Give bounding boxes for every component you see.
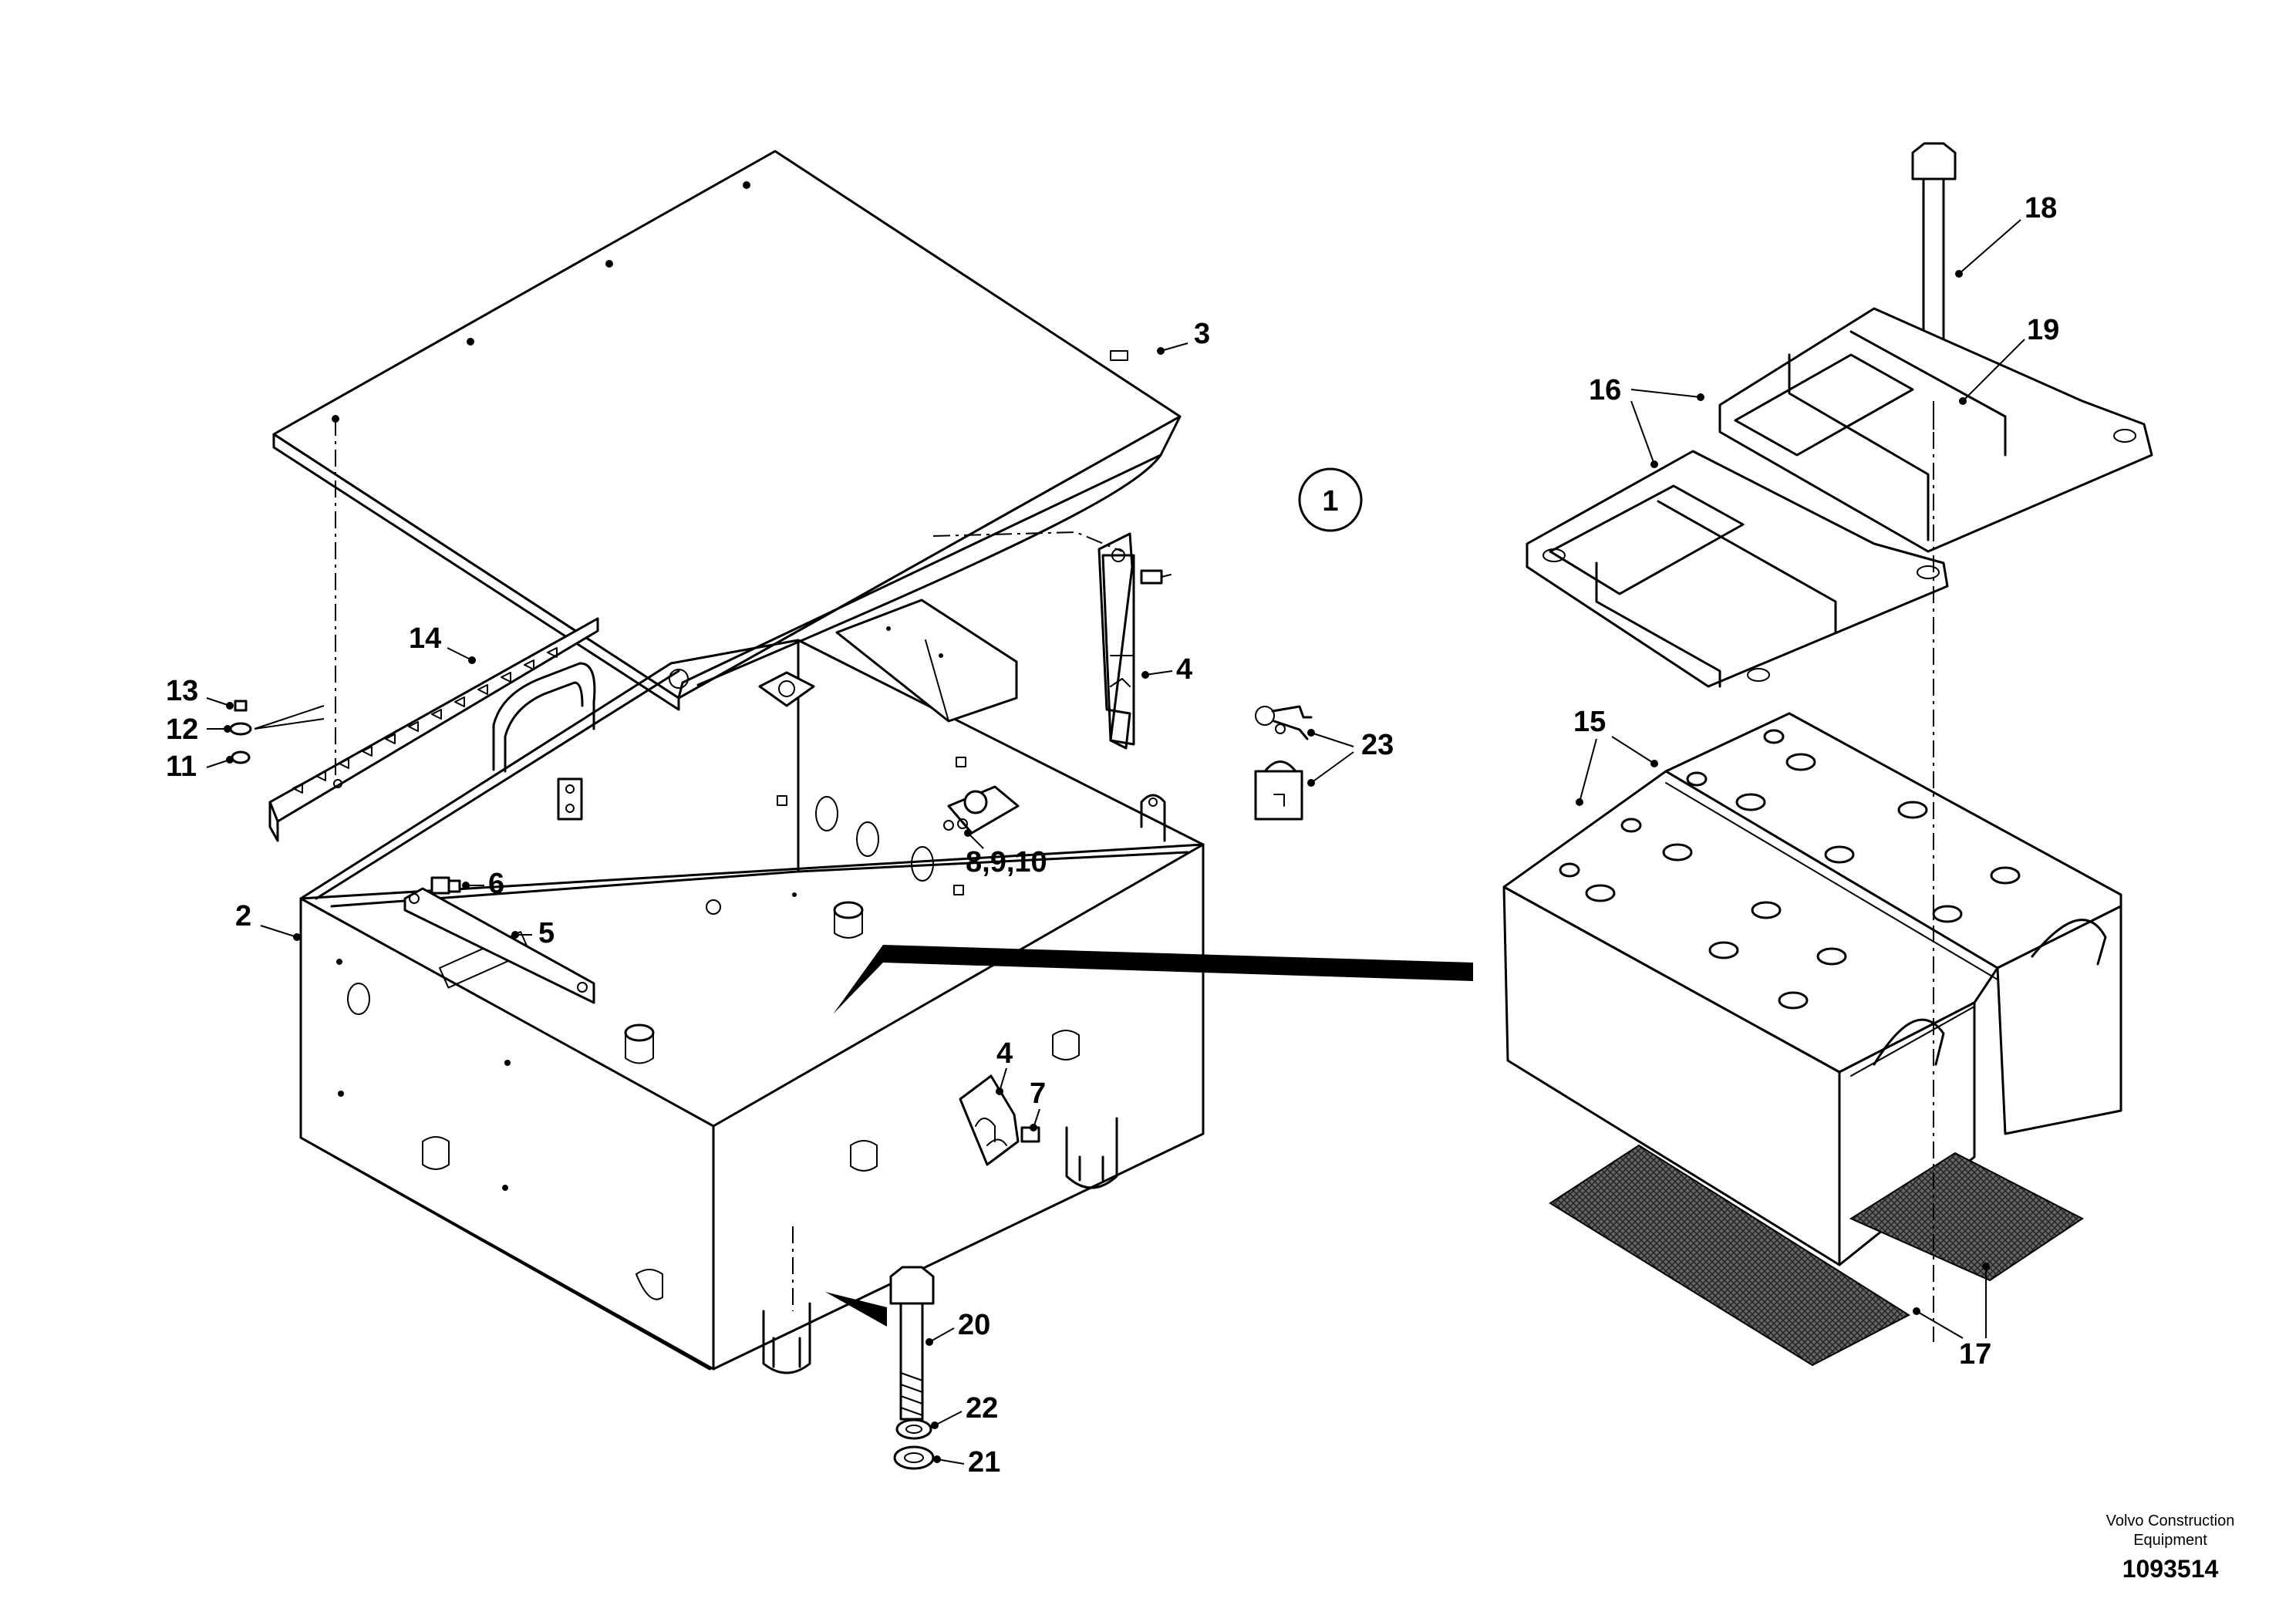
battery-mats — [1549, 1144, 2084, 1367]
latch-keeper — [959, 1074, 1040, 1166]
callout-7: 7 — [1030, 1077, 1046, 1131]
callout-2: 2 — [235, 900, 301, 941]
hinge-hardware — [229, 700, 325, 764]
svg-text:12: 12 — [166, 713, 198, 746]
assembly-reference-line — [833, 945, 1473, 1014]
brand-block: Volvo Construction Equipment 1093514 — [2106, 1512, 2235, 1583]
svg-text:11: 11 — [166, 750, 197, 783]
hinge-strip — [268, 617, 599, 842]
svg-text:6: 6 — [488, 868, 504, 900]
svg-text:21: 21 — [968, 1446, 1000, 1479]
brand-line-1: Volvo Construction — [2106, 1512, 2235, 1529]
svg-text:5: 5 — [538, 917, 555, 949]
svg-text:8,9,10: 8,9,10 — [966, 846, 1047, 878]
callout-3: 3 — [1157, 318, 1210, 355]
callout-15: 15 — [1573, 706, 1658, 806]
callout-20: 20 — [925, 1309, 990, 1346]
battery-terminals — [1585, 753, 2021, 1010]
callout-22: 22 — [931, 1392, 998, 1429]
callout-23: 23 — [1307, 729, 1394, 787]
svg-text:16: 16 — [1589, 374, 1621, 406]
svg-text:4: 4 — [1176, 653, 1192, 686]
callout-19: 19 — [1959, 314, 2059, 405]
isolator-switch — [943, 785, 1020, 835]
battery-pair — [1502, 712, 2122, 1266]
callout-8-9-10: 8,9,10 — [964, 829, 1047, 878]
callout-17: 17 — [1913, 1263, 1991, 1371]
callout-6: 6 — [462, 868, 504, 900]
svg-text:1: 1 — [1322, 485, 1338, 518]
brand-line-2: Equipment — [2133, 1532, 2207, 1549]
svg-text:22: 22 — [966, 1392, 998, 1425]
svg-text:17: 17 — [1959, 1338, 1991, 1371]
document-number: 1093514 — [2122, 1555, 2219, 1583]
callout-4-keeper: 4 — [996, 1037, 1013, 1095]
svg-text:13: 13 — [166, 675, 198, 707]
callout-4-latch: 4 — [1141, 653, 1192, 686]
battery-hold-down-frames — [1526, 307, 2153, 688]
callout-12: 12 — [166, 713, 231, 746]
callout-5: 5 — [511, 917, 555, 949]
battery-box-lid — [272, 150, 1182, 711]
callout-14: 14 — [409, 622, 476, 664]
svg-text:14: 14 — [409, 622, 441, 655]
padlock-and-keys — [1254, 705, 1313, 821]
svg-text:20: 20 — [958, 1309, 990, 1341]
assembly-dash-lines — [335, 401, 1934, 1342]
svg-text:3: 3 — [1194, 318, 1210, 350]
hold-down-strap — [403, 887, 595, 1004]
svg-text:7: 7 — [1030, 1077, 1046, 1110]
callout-13: 13 — [166, 675, 234, 710]
battery-box-body — [299, 599, 1205, 1374]
callout-21: 21 — [933, 1446, 1000, 1479]
callout-1: 1 — [1298, 467, 1363, 532]
callout-16: 16 — [1589, 374, 1704, 468]
svg-text:19: 19 — [2027, 314, 2059, 346]
svg-text:4: 4 — [996, 1037, 1013, 1070]
cable-gland — [430, 876, 461, 895]
callout-18: 18 — [1955, 192, 2057, 278]
lid-latch — [1097, 532, 1172, 750]
mounting-bolt — [889, 1266, 935, 1470]
svg-text:15: 15 — [1573, 706, 1606, 738]
callout-11: 11 — [166, 750, 234, 783]
svg-text:18: 18 — [2025, 192, 2057, 224]
svg-text:23: 23 — [1361, 729, 1394, 761]
svg-text:2: 2 — [235, 900, 251, 932]
